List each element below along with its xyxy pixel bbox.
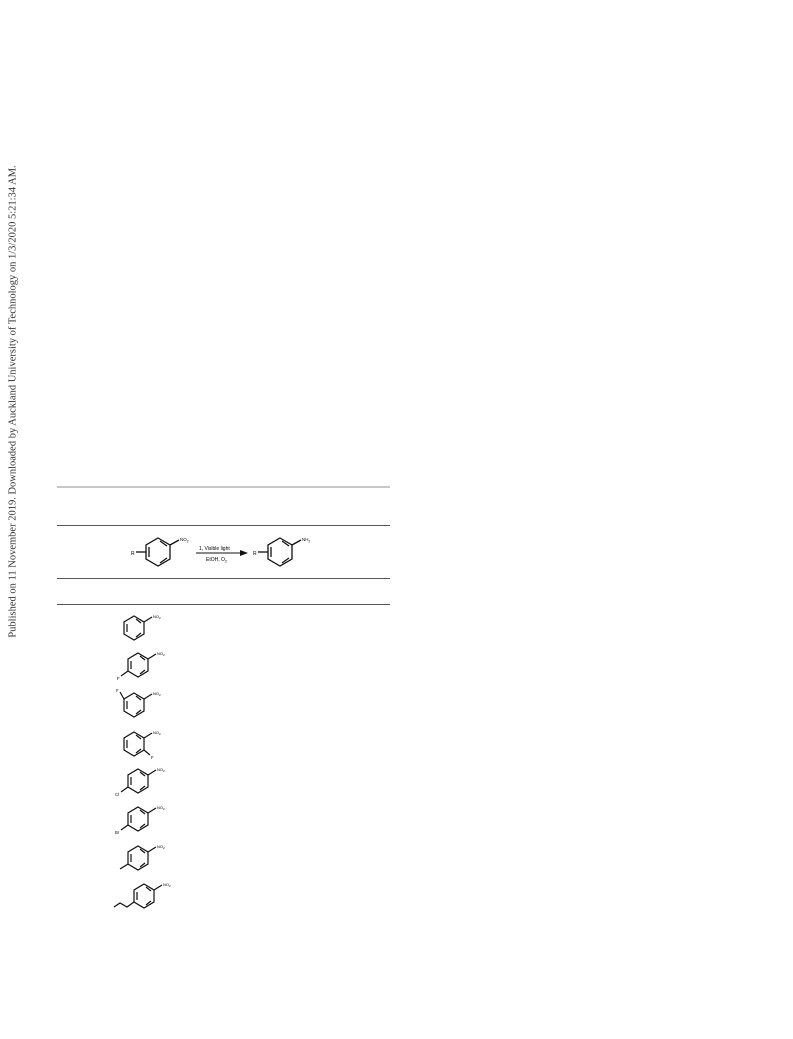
substrate-nitro-label: NO2 (157, 844, 165, 850)
substrate-nitro-label: NO2 (163, 882, 171, 888)
substrate-nitro-label: NO2 (153, 614, 161, 620)
table-top-rule (57, 486, 390, 488)
reactant-nitro-label: NO2 (180, 537, 189, 544)
product-benzene-ring (258, 537, 302, 567)
watermark-text: Published on 11 November 2019. Downloade… (7, 164, 19, 638)
conditions-top: 1, Visible light (199, 546, 230, 552)
column-header-rule (57, 604, 390, 605)
substrate-nitro-label: NO2 (157, 651, 165, 657)
scheme-bottom-rule (57, 578, 390, 579)
substituent-label: F (117, 676, 120, 681)
substrate-3-fluoronitrobenzene: NO2 F (116, 688, 161, 718)
reaction-arrowhead (240, 550, 248, 556)
substrate-nitro-label: NO2 (153, 691, 161, 697)
substituent-label: Br (115, 830, 120, 835)
substrate-4-bromonitrobenzene: NO2 Br (115, 805, 165, 835)
table-header-rule (57, 525, 390, 526)
substrate-2-fluoronitrobenzene: NO2 F (123, 730, 161, 760)
substituent-label: F (116, 688, 119, 693)
reactant-r-label: R (131, 551, 135, 557)
substrate-nitro-label: NO2 (157, 805, 165, 811)
substituent-label: Cl (115, 792, 119, 797)
substrate-4-methoxynitrobenzene: NO2 (113, 882, 171, 909)
substrate-nitro-label: NO2 (153, 730, 161, 736)
product-r-label: R (253, 551, 257, 557)
product-amine-label: NH2 (302, 537, 311, 544)
substituent-label: F (151, 755, 154, 760)
substrate-4-chloronitrobenzene: NO2 Cl (115, 767, 165, 797)
download-watermark: Published on 11 November 2019. Downloade… (4, 160, 22, 642)
substrate-4-methylnitrobenzene: NO2 (119, 844, 165, 871)
reaction-scheme: R NO2 1, Visible light EtOH, O2 R NH2 (131, 537, 311, 567)
substrate-nitro-label: NO2 (157, 767, 165, 773)
conditions-bottom: EtOH, O2 (206, 557, 227, 564)
substrate-4-fluoronitrobenzene: NO2 F (117, 651, 165, 681)
reactant-benzene-ring (136, 537, 180, 567)
substrate-nitrobenzene: NO2 (123, 614, 161, 641)
